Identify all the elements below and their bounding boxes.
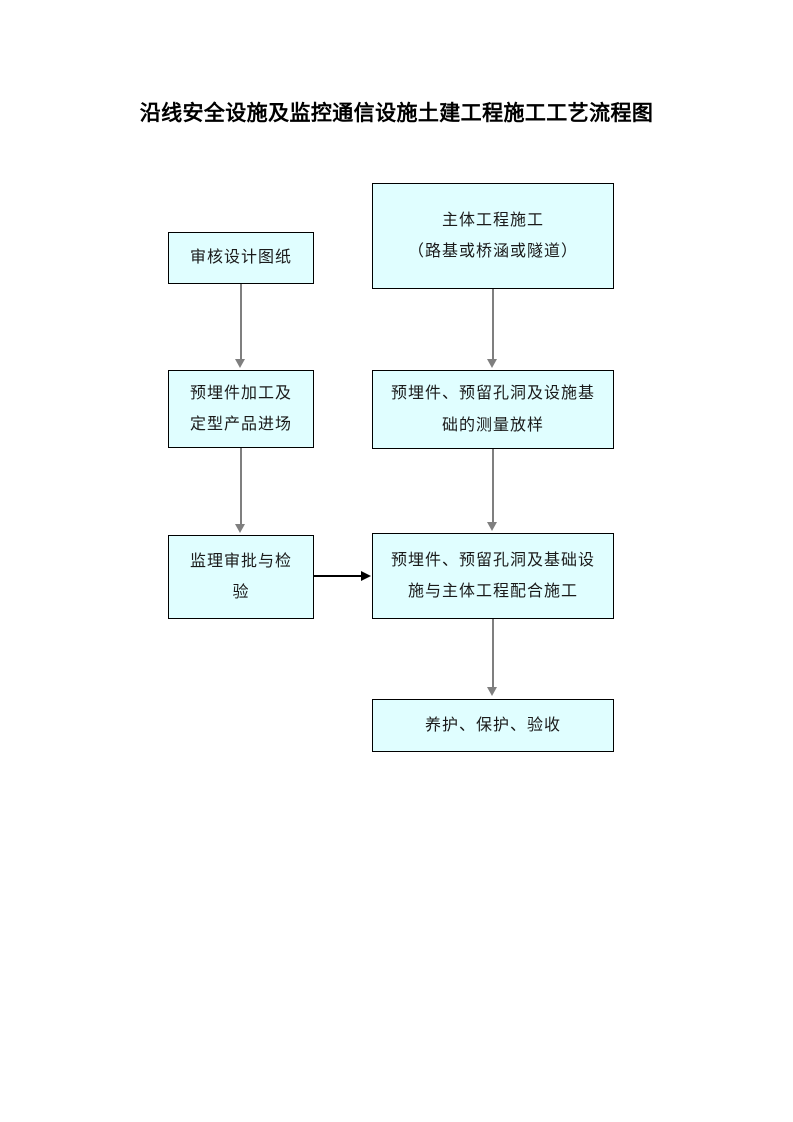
- arrow-head-down-icon: [487, 359, 497, 368]
- node-line-1: 预埋件、预留孔洞及基础设: [390, 551, 595, 569]
- flow-node-maintenance-protection-acceptance[interactable]: 养护、保护、验收: [372, 699, 614, 752]
- arrow-shaft: [492, 619, 494, 689]
- arrow-head-down-icon: [235, 359, 245, 368]
- node-line-1: 监理审批与检: [189, 552, 292, 570]
- flow-node-main-works-construction[interactable]: 主体工程施工 （路基或桥涵或隧道）: [372, 183, 614, 289]
- node-line-1: 预埋件、预留孔洞及设施基: [390, 385, 595, 403]
- flow-node-review-design-drawings[interactable]: 审核设计图纸: [168, 232, 314, 284]
- flow-node-supervisor-approval-inspection[interactable]: 监理审批与检 验: [168, 535, 314, 619]
- page-title: 沿线安全设施及监控通信设施土建工程施工工艺流程图: [139, 102, 654, 125]
- arrow-head-down-icon: [487, 522, 497, 531]
- node-line-2: （路基或桥涵或隧道）: [407, 243, 578, 260]
- flow-node-embedded-parts-fabrication[interactable]: 预埋件加工及 定型产品进场: [168, 370, 314, 448]
- arrow-head-right-icon: [361, 571, 371, 581]
- arrow-head-down-icon: [235, 524, 245, 533]
- arrow-shaft: [240, 448, 242, 526]
- flow-node-survey-setting-out[interactable]: 预埋件、预留孔洞及设施基 础的测量放样: [372, 370, 614, 449]
- node-line-1: 预埋件加工及: [189, 384, 292, 402]
- node-line-1: 主体工程施工: [441, 211, 544, 229]
- node-line-1: 养护、保护、验收: [424, 716, 561, 734]
- arrow-shaft: [492, 289, 494, 361]
- node-line-2: 验: [232, 584, 250, 601]
- node-line-2: 础的测量放样: [441, 416, 544, 434]
- flow-node-coordinated-construction[interactable]: 预埋件、预留孔洞及基础设 施与主体工程配合施工: [372, 533, 614, 619]
- arrow-shaft: [492, 449, 494, 524]
- node-line-1: 审核设计图纸: [189, 249, 292, 267]
- arrow-head-down-icon: [487, 687, 497, 696]
- node-line-2: 定型产品进场: [189, 416, 292, 433]
- arrow-shaft: [314, 575, 362, 577]
- arrow-shaft: [240, 284, 242, 361]
- node-line-2: 施与主体工程配合施工: [407, 583, 578, 600]
